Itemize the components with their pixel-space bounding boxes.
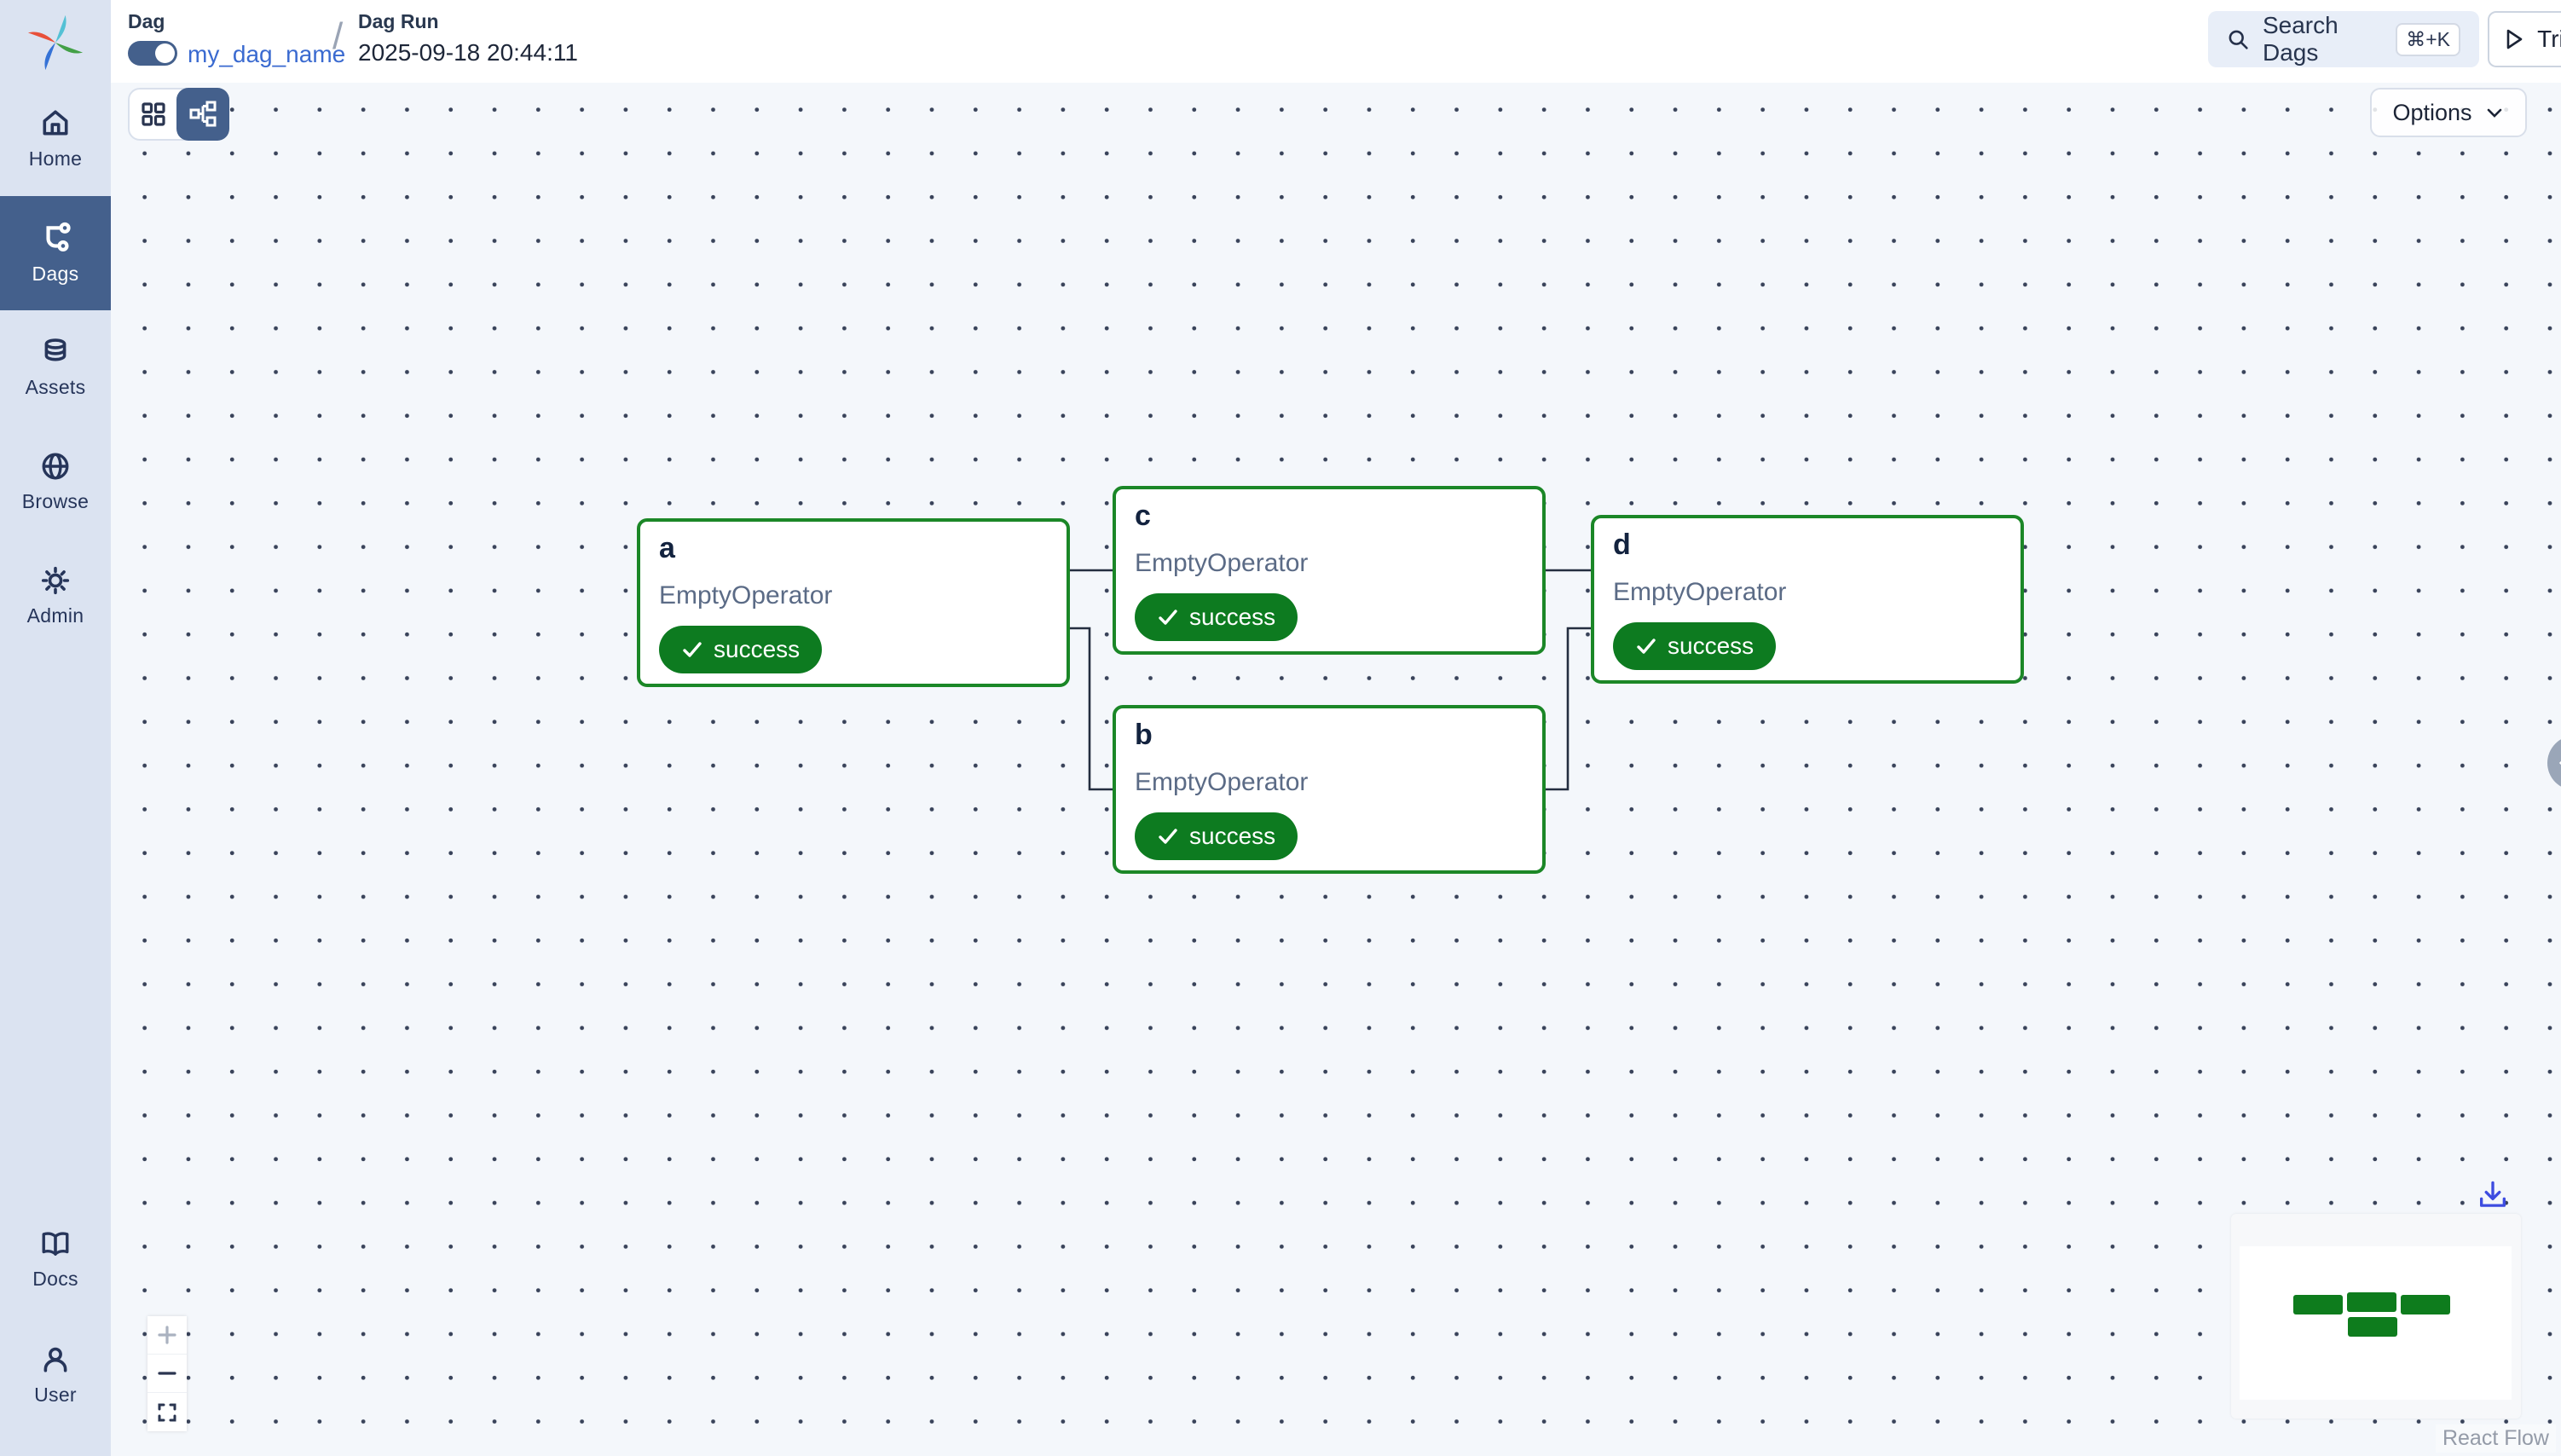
minimap-node-b	[2348, 1317, 2397, 1337]
airflow-pinwheel-icon	[27, 14, 84, 71]
plus-icon	[158, 1326, 176, 1344]
graph-view-button[interactable]	[176, 88, 229, 141]
docs-book-icon	[42, 1231, 69, 1256]
breadcrumb-dag-name-link[interactable]: my_dag_name	[188, 41, 346, 67]
download-icon	[2480, 1181, 2506, 1207]
options-dropdown-button[interactable]: Options	[2370, 88, 2527, 137]
fit-view-button[interactable]	[147, 1393, 187, 1431]
check-icon	[1159, 829, 1177, 844]
sidebar-item-admin[interactable]: Admin	[0, 539, 111, 653]
sidebar-item-label: Admin	[26, 604, 84, 627]
task-operator: EmptyOperator	[1135, 548, 1309, 577]
task-state-label: success	[1668, 633, 1755, 659]
task-state-badge: success	[1135, 812, 1298, 860]
breadcrumb-dag-run-label: Dag Run	[358, 10, 439, 32]
task-state-badge: success	[1613, 622, 1777, 670]
fit-view-icon	[158, 1403, 176, 1421]
panel-expand-handle[interactable]	[2547, 736, 2561, 790]
task-id: b	[1135, 719, 1153, 751]
options-label: Options	[2392, 99, 2472, 125]
sidebar-item-browse[interactable]: Browse	[0, 425, 111, 539]
graph-icon	[189, 101, 217, 127]
chevron-left-icon	[2558, 760, 2561, 766]
sidebar-item-assets[interactable]: Assets	[0, 310, 111, 425]
download-graph-button[interactable]	[2474, 1177, 2512, 1215]
admin-gear-icon	[41, 566, 70, 594]
browse-icon	[42, 453, 69, 479]
minimap-node-c	[2347, 1292, 2396, 1312]
canvas-zoom-controls	[147, 1316, 187, 1431]
dag-node-a[interactable]: a EmptyOperator success	[637, 518, 1070, 687]
sidebar-item-label: Dags	[32, 262, 79, 285]
minimap-node-d	[2401, 1295, 2450, 1314]
dag-node-b[interactable]: b EmptyOperator success	[1113, 705, 1546, 874]
dag-node-c[interactable]: c EmptyOperator success	[1113, 486, 1546, 655]
sidebar-item-home[interactable]: Home	[0, 82, 111, 196]
sidebar-item-docs[interactable]: Docs	[0, 1202, 111, 1316]
sidebar-item-label: Assets	[25, 375, 86, 398]
search-icon	[2229, 30, 2248, 49]
sidebar-item-label: User	[34, 1383, 77, 1406]
task-id: c	[1135, 500, 1151, 532]
check-icon	[683, 642, 702, 657]
search-shortcut-kbd: ⌘+K	[2396, 22, 2460, 56]
task-operator: EmptyOperator	[659, 581, 833, 610]
check-icon	[1159, 610, 1177, 625]
sidebar-item-label: Docs	[32, 1267, 78, 1290]
play-icon	[2506, 29, 2523, 49]
minimap[interactable]	[2231, 1214, 2521, 1418]
trigger-label: Trigger	[2537, 26, 2561, 52]
breadcrumb-dag-label: Dag	[128, 10, 165, 32]
chevron-down-icon	[2487, 108, 2501, 118]
grid-icon	[142, 102, 165, 126]
task-state-badge: success	[1135, 593, 1298, 641]
task-state-label: success	[1189, 823, 1276, 849]
header-bar: Dag my_dag_name / Dag Run 2025-09-18 20:…	[111, 0, 2561, 83]
toggle-knob	[155, 43, 175, 63]
breadcrumb-run-timestamp: 2025-09-18 20:44:11	[358, 39, 578, 66]
task-id: a	[659, 532, 675, 564]
sidebar-item-dags[interactable]: Dags	[0, 196, 111, 310]
task-operator: EmptyOperator	[1613, 577, 1787, 606]
sidebar-item-label: Home	[28, 147, 83, 170]
minus-icon	[158, 1372, 176, 1375]
task-operator: EmptyOperator	[1135, 767, 1309, 796]
task-state-label: success	[714, 636, 801, 662]
dag-node-d[interactable]: d EmptyOperator success	[1591, 515, 2024, 684]
assets-icon	[44, 338, 66, 361]
search-label: Search Dags	[2262, 12, 2338, 66]
dags-icon	[46, 222, 71, 251]
sidebar-item-label: Browse	[21, 489, 90, 512]
view-mode-toggle	[128, 88, 229, 141]
task-state-badge: success	[659, 626, 823, 673]
task-id: d	[1613, 529, 1631, 561]
check-icon	[1637, 638, 1656, 654]
search-dags-button[interactable]: Search Dags ⌘+K	[2208, 11, 2479, 67]
sidebar-item-user[interactable]: User	[0, 1318, 111, 1432]
task-state-label: success	[1189, 604, 1276, 630]
grid-view-button[interactable]	[130, 90, 178, 139]
zoom-in-button[interactable]	[147, 1316, 187, 1355]
user-icon	[43, 1347, 67, 1372]
sidebar: Home Dags Assets Browse	[0, 0, 111, 1456]
minimap-node-a	[2293, 1295, 2343, 1314]
airflow-logo[interactable]	[0, 7, 111, 78]
react-flow-attribution[interactable]: React Flow	[2435, 1424, 2556, 1453]
home-icon	[43, 109, 68, 135]
dag-pause-toggle[interactable]	[128, 41, 177, 66]
zoom-out-button[interactable]	[147, 1355, 187, 1393]
breadcrumb-separator: /	[332, 15, 344, 57]
trigger-button[interactable]: Trigger	[2488, 11, 2561, 67]
